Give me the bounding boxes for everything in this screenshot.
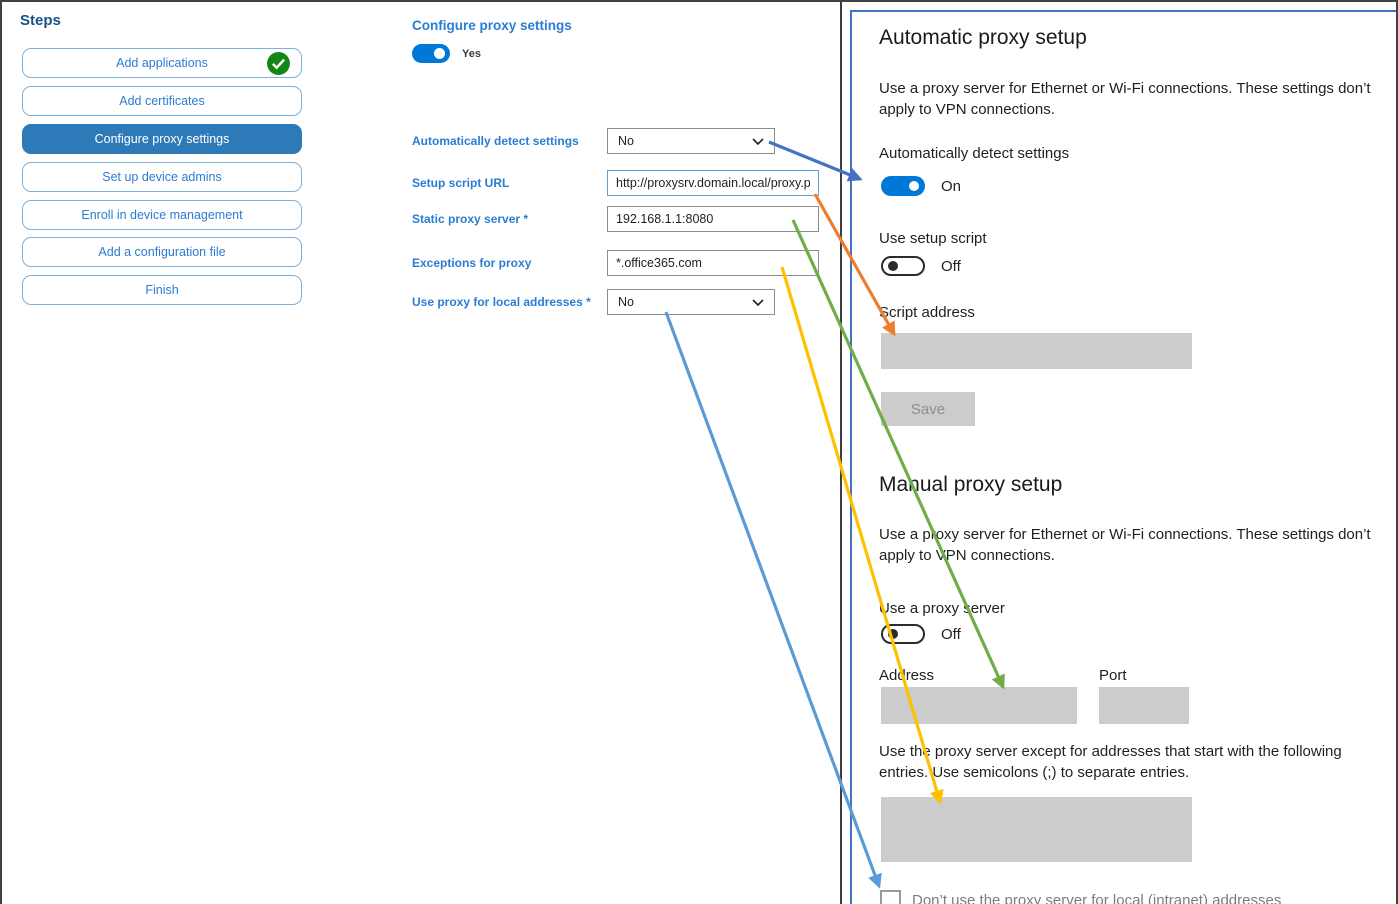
step-label: Add certificates bbox=[119, 94, 205, 108]
static-proxy-server-input[interactable] bbox=[607, 206, 819, 232]
proxy-exceptions-input[interactable] bbox=[607, 250, 819, 276]
windows-settings-proxy-panel: Automatic proxy setup Use a proxy server… bbox=[850, 10, 1396, 904]
use-setup-script-label: Use setup script bbox=[879, 230, 987, 247]
configure-proxy-toggle-row: Yes bbox=[412, 44, 481, 63]
automatic-proxy-heading: Automatic proxy setup bbox=[879, 26, 1087, 49]
chevron-down-icon bbox=[752, 138, 764, 146]
form-row-local-addresses: Use proxy for local addresses * No bbox=[412, 289, 832, 315]
chevron-down-icon bbox=[752, 299, 764, 307]
proxy-port-input[interactable] bbox=[1099, 687, 1189, 724]
address-label: Address bbox=[879, 667, 935, 684]
toggle-knob bbox=[434, 48, 445, 59]
use-proxy-server-label: Use a proxy server bbox=[879, 600, 1005, 617]
save-button[interactable]: Save bbox=[881, 392, 975, 426]
use-proxy-server-toggle-row: Off bbox=[881, 624, 961, 644]
local-intranet-checkbox-label[interactable]: Don’t use the proxy server for local (in… bbox=[912, 892, 1282, 904]
toggle-state-label: On bbox=[941, 177, 962, 195]
form-row-exceptions: Exceptions for proxy bbox=[412, 250, 832, 276]
field-label: Setup script URL bbox=[412, 176, 510, 190]
port-label: Port bbox=[1099, 667, 1127, 684]
step-label: Enroll in device management bbox=[81, 208, 243, 222]
exceptions-description: Use the proxy server except for addresse… bbox=[879, 743, 1342, 781]
form-title: Configure proxy settings bbox=[412, 18, 572, 33]
field-label: Use proxy for local addresses * bbox=[412, 295, 591, 309]
script-address-input[interactable] bbox=[881, 333, 1192, 369]
step-label: Finish bbox=[145, 283, 179, 297]
proxy-exceptions-textarea[interactable] bbox=[881, 797, 1192, 862]
form-row-detect-settings: Automatically detect settings No bbox=[412, 128, 832, 154]
toggle-state-label: Off bbox=[941, 257, 961, 275]
toggle-knob bbox=[909, 181, 919, 191]
use-proxy-server-toggle[interactable] bbox=[881, 624, 925, 644]
step-add-configuration-file[interactable]: Add a configuration file bbox=[22, 237, 302, 267]
toggle-state-label: Off bbox=[941, 625, 961, 643]
dropdown-value: No bbox=[618, 295, 634, 309]
manual-proxy-description: Use a proxy server for Ethernet or Wi-Fi… bbox=[879, 526, 1371, 564]
toggle-knob bbox=[888, 261, 898, 271]
detect-settings-label: Automatically detect settings bbox=[879, 145, 1070, 162]
automatic-proxy-description: Use a proxy server for Ethernet or Wi-Fi… bbox=[879, 80, 1371, 118]
local-intranet-checkbox[interactable] bbox=[880, 890, 901, 904]
setup-script-url-input[interactable] bbox=[607, 170, 819, 196]
field-label: Static proxy server * bbox=[412, 212, 529, 226]
step-label: Configure proxy settings bbox=[94, 132, 230, 146]
step-add-applications[interactable]: Add applications bbox=[22, 48, 302, 78]
step-finish[interactable]: Finish bbox=[22, 275, 302, 305]
use-setup-script-toggle-row: Off bbox=[881, 256, 961, 276]
detect-settings-dropdown[interactable]: No bbox=[607, 128, 775, 154]
use-setup-script-toggle[interactable] bbox=[881, 256, 925, 276]
field-label: Exceptions for proxy bbox=[412, 256, 532, 270]
toggle-knob bbox=[888, 629, 898, 639]
step-label: Add a configuration file bbox=[98, 245, 226, 259]
step-label: Set up device admins bbox=[102, 170, 222, 184]
step-set-up-device-admins[interactable]: Set up device admins bbox=[22, 162, 302, 192]
configure-proxy-toggle-label: Yes bbox=[462, 47, 481, 60]
step-enroll-device-management[interactable]: Enroll in device management bbox=[22, 200, 302, 230]
form-row-static-proxy: Static proxy server * bbox=[412, 206, 832, 232]
completed-check-icon bbox=[266, 51, 291, 76]
detect-settings-toggle[interactable] bbox=[881, 176, 925, 196]
manual-proxy-heading: Manual proxy setup bbox=[879, 473, 1063, 496]
steps-panel-title: Steps bbox=[20, 12, 61, 29]
arrow-local-addresses bbox=[664, 311, 882, 889]
script-address-label: Script address bbox=[879, 304, 975, 321]
detect-settings-toggle-row: On bbox=[881, 176, 961, 196]
proxy-address-input[interactable] bbox=[881, 687, 1077, 724]
configure-proxy-toggle[interactable] bbox=[412, 44, 450, 63]
field-label: Automatically detect settings bbox=[412, 134, 579, 148]
step-configure-proxy-settings[interactable]: Configure proxy settings bbox=[22, 124, 302, 154]
dropdown-value: No bbox=[618, 134, 634, 148]
form-row-setup-script-url: Setup script URL bbox=[412, 170, 832, 196]
step-label: Add applications bbox=[116, 56, 208, 70]
local-addresses-dropdown[interactable]: No bbox=[607, 289, 775, 315]
panel-divider bbox=[840, 2, 842, 904]
step-add-certificates[interactable]: Add certificates bbox=[22, 86, 302, 116]
